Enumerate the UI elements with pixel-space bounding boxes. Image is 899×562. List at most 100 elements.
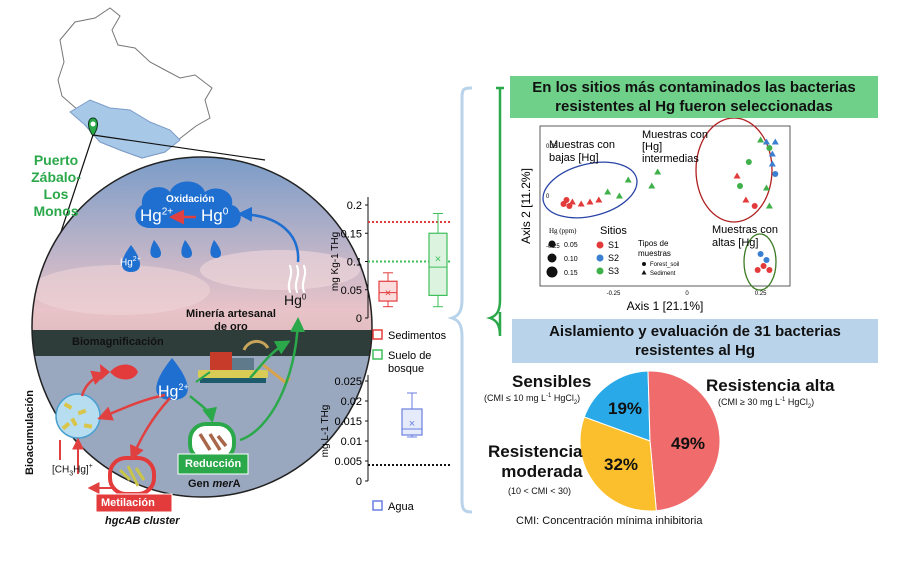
- legend-swatch-water: [372, 500, 383, 511]
- y-tick-label: 0.05: [341, 285, 362, 297]
- bacteria-cluster-icon: [55, 393, 101, 439]
- pie-slice: [579, 416, 657, 512]
- oxidation-label: Oxidación: [166, 194, 215, 205]
- sensibles-sub: (CMI ≤ 10 mg L-1 HgCl2): [484, 393, 581, 406]
- banner-top-line-2: resistentes al Hg fueron seleccionadas: [555, 98, 833, 115]
- place-line-1: Puerto: [33, 152, 79, 168]
- scatter-point: [577, 200, 585, 207]
- methylation-label-box: [95, 493, 173, 513]
- group-label-mid: Muestras con: [642, 129, 708, 141]
- scatter-point: [762, 138, 770, 145]
- pie-slice: [583, 370, 651, 442]
- mean-marker: ×: [409, 418, 415, 430]
- methylation-label: Metilación: [101, 497, 155, 509]
- x-tick-label: -0.25: [607, 291, 621, 297]
- legend-swatch-sediment: [372, 329, 383, 340]
- zoom-line-right: [92, 134, 266, 161]
- scatter-point: [737, 183, 743, 189]
- scatter-point: [760, 263, 767, 269]
- hg0-label: Hg0: [201, 206, 229, 225]
- mining-line-2: de oro: [214, 321, 248, 333]
- scatter-point: [772, 171, 779, 177]
- scatter-point: [768, 150, 776, 157]
- group-ellipse-high: [743, 233, 777, 291]
- pie-slice: [647, 370, 721, 512]
- biomagnification-arrow: [80, 370, 107, 397]
- x-axis-label: Axis 1 [21.1%]: [627, 299, 704, 313]
- legend-sites-title: Sitios: [600, 225, 627, 237]
- moderada-label: Resistencia moderada: [488, 442, 583, 482]
- legend-types-title: Tipos de: [638, 239, 669, 248]
- legend-type-triangle: [641, 270, 647, 275]
- legend-hg-dot: [546, 266, 558, 278]
- place-line-3: Los: [43, 186, 69, 202]
- scatter-point: [751, 203, 758, 209]
- methylmercury-label: [CH3Hg]+: [52, 463, 93, 478]
- bracket-left: [447, 86, 473, 514]
- reduction-label-box: [177, 453, 249, 475]
- scatter-point: [648, 182, 656, 189]
- y-tick-label: 0: [356, 476, 362, 488]
- scatter-point: [624, 176, 632, 183]
- mining-emission-arrow: [249, 340, 291, 379]
- legend-hg-title: Hg (ppm): [549, 227, 577, 235]
- scatter-point: [733, 172, 741, 179]
- methylation-arrow: [130, 397, 171, 461]
- legend-types-title: muestras: [638, 249, 671, 258]
- banner-mid-line-2: resistentes al Hg: [634, 342, 756, 359]
- legend-site-dot: [596, 254, 604, 262]
- scatter-point: [563, 197, 570, 203]
- legend-hg-label: 0.05: [564, 242, 578, 249]
- pie-slice-label: 32%: [604, 455, 638, 474]
- scatter-point: [762, 184, 770, 191]
- scatter-point: [765, 202, 773, 209]
- y-tick-label: 0.02: [341, 396, 362, 408]
- scatter-point: [766, 145, 773, 151]
- moderada-line-1: Resistencia: [488, 442, 583, 461]
- scatter-point: [604, 188, 612, 195]
- legend-type-label: Sediment: [650, 271, 676, 277]
- reduction-arrow: [189, 395, 217, 423]
- banner-top-line-1: En los sitios más contaminados las bacte…: [532, 79, 856, 96]
- group-label-high: altas [Hg]: [712, 237, 758, 249]
- y-tick-label: 0.025: [334, 376, 362, 388]
- mining-line-1: Minería artesanal: [186, 308, 276, 320]
- x-tick-label: 0.25: [755, 291, 767, 297]
- biomagnification-label: Biomagnificación: [72, 336, 164, 348]
- bioaccumulation-label: Bioacumulación: [24, 390, 36, 475]
- legend-hg-label: 0.15: [564, 270, 578, 277]
- alta-sub: (CMI ≥ 30 mg L-1 HgCl2): [718, 397, 815, 410]
- legend-swatch-soil: [372, 349, 383, 360]
- scatter-point: [757, 251, 764, 257]
- hg2-drop-label: Hg2+: [120, 256, 141, 269]
- banner-mid-line-1: Aislamiento y evaluación de 31 bacterias: [549, 323, 841, 340]
- resistance-pie-chart: [579, 370, 721, 512]
- mining-label: Minería artesanal de oro: [186, 308, 276, 334]
- legend-site-dot: [596, 267, 604, 275]
- scatter-point: [771, 138, 779, 145]
- legend-type-label: Forest_soil: [650, 262, 679, 268]
- y-axis-label: mg Kg-1 THg: [330, 232, 341, 291]
- vapor-icon: [287, 264, 307, 294]
- reduction-label: Reducción: [185, 458, 242, 470]
- scatter-point: [768, 160, 776, 167]
- scatter-point: [654, 168, 662, 175]
- methylation-gene-label: hgcAB cluster: [105, 515, 180, 527]
- y-tick-label: 0: [356, 313, 362, 325]
- y-tick-label: 0: [546, 194, 550, 200]
- sensibles-label: Sensibles: [512, 372, 592, 391]
- hg2-label: Hg2+: [140, 206, 174, 225]
- group-ellipse-mid: [695, 117, 773, 223]
- scatter-point: [757, 136, 765, 143]
- place-line-4: Monos: [33, 203, 79, 219]
- scatter-point: [615, 192, 623, 199]
- y-tick-label: 0.005: [334, 456, 362, 468]
- moderada-sub: (10 < CMI < 30): [508, 486, 572, 496]
- y-axis-label: Axis 2 [11.2%]: [519, 168, 533, 244]
- y-tick-label: 0.25: [546, 144, 558, 150]
- place-name: Puerto Zábalo- Los Monos: [30, 152, 82, 220]
- group-ellipse-low: [542, 161, 638, 219]
- scatter-point: [742, 196, 750, 203]
